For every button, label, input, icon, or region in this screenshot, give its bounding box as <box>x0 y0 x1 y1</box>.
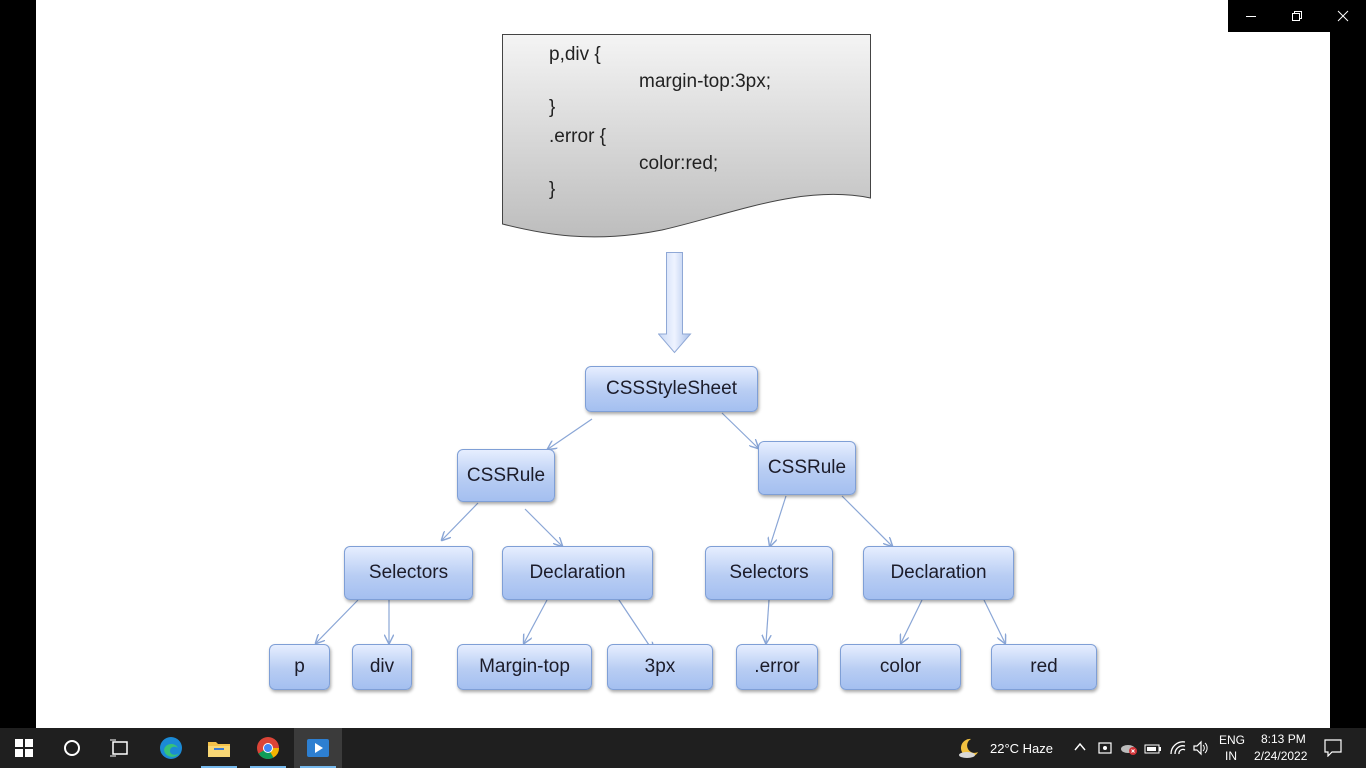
video-player-taskbar-button[interactable] <box>294 728 342 768</box>
node-leaf-error: .error <box>736 644 818 690</box>
chrome-icon <box>257 737 279 759</box>
edge-rule-right-declaration <box>841 495 892 546</box>
file-explorer-taskbar-button[interactable] <box>195 728 243 768</box>
edge-declaration-margin-top <box>524 599 548 643</box>
edge-root-rule-right <box>721 412 758 448</box>
node-css-stylesheet: CSSStyleSheet <box>585 366 758 412</box>
node-selectors-right: Selectors <box>705 546 833 600</box>
chevron-up-icon[interactable] <box>1074 742 1086 752</box>
start-button[interactable] <box>0 728 48 768</box>
node-css-rule-right: CSSRule <box>758 441 856 495</box>
clock-date[interactable]: 2/24/2022 <box>1254 749 1308 763</box>
restore-icon <box>1292 11 1302 21</box>
node-leaf-red: red <box>991 644 1097 690</box>
taskbar: 22°C Haze ENG IN 8:13 PM 2/24/2022 <box>0 728 1366 768</box>
notification-center-icon[interactable] <box>1324 739 1342 757</box>
code-line-4: .error { <box>549 126 607 147</box>
minimize-icon <box>1246 16 1256 17</box>
app-running-indicator <box>201 766 237 768</box>
app-running-indicator <box>300 766 336 768</box>
language-indicator-bottom[interactable]: IN <box>1225 749 1237 763</box>
minimize-button[interactable] <box>1228 0 1274 32</box>
task-view-button[interactable] <box>96 728 144 768</box>
file-explorer-icon <box>208 742 230 757</box>
edge-icon <box>160 737 182 759</box>
node-leaf-margin-top: Margin-top <box>457 644 592 690</box>
volume-icon[interactable] <box>1192 740 1210 756</box>
node-declaration-left: Declaration <box>502 546 653 600</box>
edge-root-rule-left <box>548 418 593 449</box>
css-code-document: p,div { margin-top:3px; } .error { color… <box>502 34 871 240</box>
node-leaf-p: p <box>269 644 330 690</box>
onedrive-error-icon[interactable] <box>1120 740 1138 756</box>
node-css-rule-left: CSSRule <box>457 449 555 502</box>
edge-rule-left-selectors <box>442 502 479 540</box>
edge-rule-left-declaration <box>524 508 562 546</box>
cortana-search-icon <box>64 740 80 756</box>
app-running-indicator <box>250 766 286 768</box>
code-line-1: p,div { <box>549 44 601 65</box>
node-leaf-3px: 3px <box>607 644 713 690</box>
weather-text[interactable]: 22°C Haze <box>990 741 1054 756</box>
edge-selectors-error <box>766 599 769 643</box>
edge-taskbar-button[interactable] <box>147 728 195 768</box>
code-line-3: } <box>549 97 556 118</box>
edge-declaration-color <box>901 599 923 643</box>
parse-arrow-icon <box>658 252 692 354</box>
task-view-icon <box>110 739 128 757</box>
code-line-5: color:red; <box>639 153 719 174</box>
close-button[interactable] <box>1320 0 1366 32</box>
code-line-2: margin-top:3px; <box>639 71 772 92</box>
language-indicator-top[interactable]: ENG <box>1219 733 1246 747</box>
window-controls <box>1228 0 1366 32</box>
edge-declaration-3px <box>614 593 653 651</box>
video-player-icon <box>307 739 329 757</box>
meet-now-icon[interactable] <box>1097 740 1113 756</box>
battery-icon[interactable] <box>1144 740 1162 756</box>
edge-declaration-red <box>983 599 1005 643</box>
tree-connectors <box>0 412 1366 728</box>
windows-start-icon <box>15 739 33 757</box>
node-selectors-left: Selectors <box>344 546 473 600</box>
wifi-icon[interactable] <box>1169 740 1187 756</box>
restore-button[interactable] <box>1274 0 1320 32</box>
weather-moon-icon <box>959 738 978 758</box>
chrome-taskbar-button[interactable] <box>244 728 292 768</box>
code-line-6: } <box>549 179 556 200</box>
edge-rule-right-selectors <box>770 495 787 546</box>
cortana-search-button[interactable] <box>48 728 96 768</box>
edge-selectors-p <box>316 599 359 643</box>
document-shape <box>502 34 871 238</box>
node-declaration-right: Declaration <box>863 546 1014 600</box>
close-icon <box>1337 10 1349 22</box>
node-leaf-div: div <box>352 644 412 690</box>
clock-time[interactable]: 8:13 PM <box>1261 732 1306 746</box>
node-leaf-color: color <box>840 644 961 690</box>
